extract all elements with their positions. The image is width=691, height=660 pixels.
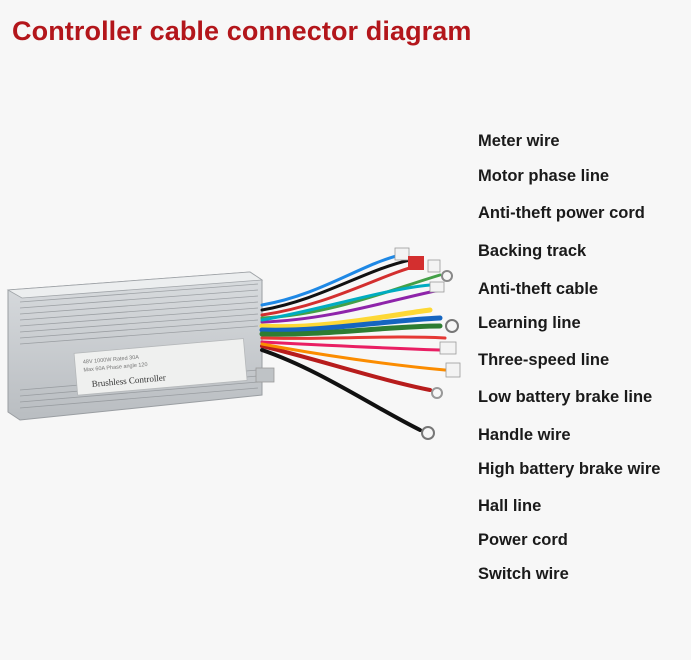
wire-label: Power cord <box>478 531 568 549</box>
wire-label: Anti-theft power cord <box>478 204 645 222</box>
wire-label: High battery brake wire <box>478 460 661 478</box>
diagram-title: Controller cable connector diagram <box>12 16 472 46</box>
wire-label: Backing track <box>478 242 587 260</box>
product-label: 48V 1000W Rated 30A Max 60A Phase angle … <box>73 338 248 396</box>
controller-illustration: 48V 1000W Rated 30A Max 60A Phase angle … <box>6 247 461 440</box>
wire-bundle <box>259 253 447 432</box>
wire-label: Handle wire <box>478 426 571 444</box>
wire-label: Switch wire <box>478 565 569 583</box>
controller-housing <box>6 271 275 421</box>
label-spec-line-1: 48V 1000W Rated 30A <box>83 355 140 366</box>
wire-connectors <box>394 247 461 440</box>
wire-label: Learning line <box>478 314 581 332</box>
wire-label: Hall line <box>478 497 542 515</box>
wire-label: Motor phase line <box>478 167 610 185</box>
label-spec-line-2: Max 60A Phase angle 120 <box>83 362 147 374</box>
wire-label: Meter wire <box>478 132 560 150</box>
wire-label: Anti-theft cable <box>478 280 599 298</box>
wire-label: Three-speed line <box>478 351 610 369</box>
wire-label: Low battery brake line <box>478 388 653 406</box>
